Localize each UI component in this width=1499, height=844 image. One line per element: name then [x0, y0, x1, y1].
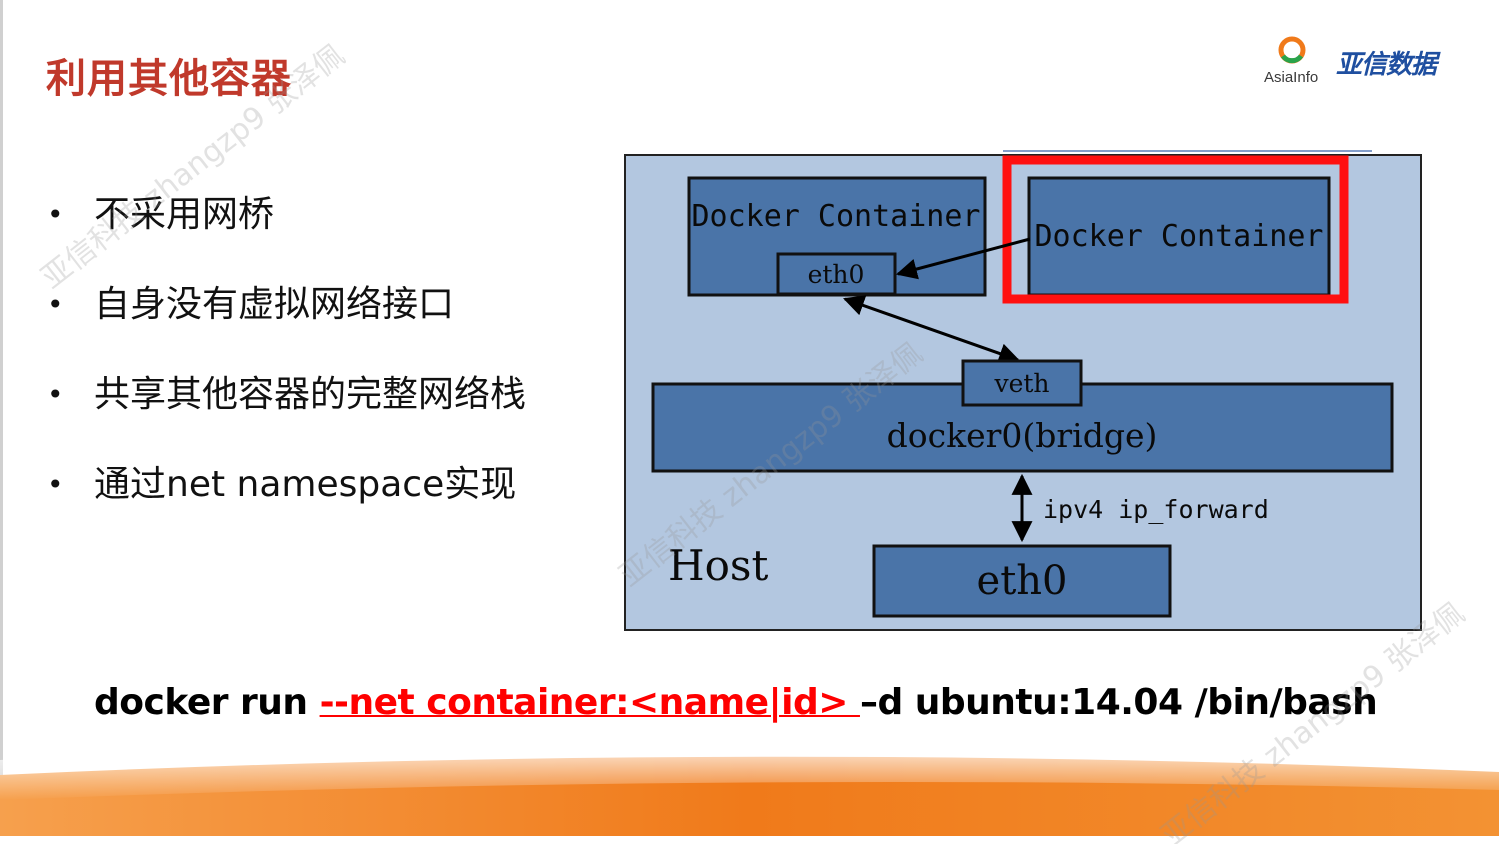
asiainfo-ring-icon [1278, 36, 1306, 64]
container-left-eth0-box [776, 252, 897, 296]
slide-left-border [0, 0, 3, 844]
docker-command-line: docker run --net container:<name|id> –d … [94, 680, 1378, 726]
logo-english-text: AsiaInfo [1264, 69, 1319, 86]
bullet-text: 通过net namespace实现 [94, 464, 517, 505]
command-net-option: --net container:<name|id> [319, 682, 860, 723]
bullet-dot: • [47, 288, 64, 321]
container-left-label: Docker Container [692, 199, 981, 234]
ip-forward-label: ipv4 ip_forward [1043, 495, 1269, 524]
bullet-dot: • [47, 198, 64, 231]
bullet-text: 不采用网桥 [94, 194, 275, 235]
command-suffix: –d ubuntu:14.04 /bin/bash [859, 682, 1378, 723]
veth-box [961, 359, 1083, 407]
container-right-box [1027, 176, 1331, 297]
bullet-dot: • [47, 468, 64, 501]
bullet-text: 共享其他容器的完整网络栈 [94, 374, 527, 415]
bullet-text: 自身没有虚拟网络接口 [94, 284, 455, 325]
slide-title: 利用其他容器 [46, 56, 292, 102]
host-label: Host [668, 541, 768, 590]
host-eth0-label: eth0 [977, 558, 1068, 604]
container-left-eth0-label: eth0 [808, 260, 865, 289]
container-share-arrow [895, 237, 1031, 280]
logo-chinese-text: 亚信数据 [1336, 50, 1437, 80]
bullet-dot: • [47, 378, 64, 411]
veth-label: veth [993, 369, 1049, 398]
bridge-label: docker0(bridge) [887, 416, 1158, 455]
highlight-rectangle [1002, 155, 1349, 304]
asiainfo-logo: AsiaInfo 亚信数据 [1262, 32, 1462, 92]
command-prefix: docker run [94, 682, 320, 723]
host-eth0-box [872, 544, 1172, 618]
container-right-label: Docker Container [1035, 219, 1324, 254]
eth0-veth-arrow [843, 295, 1020, 364]
